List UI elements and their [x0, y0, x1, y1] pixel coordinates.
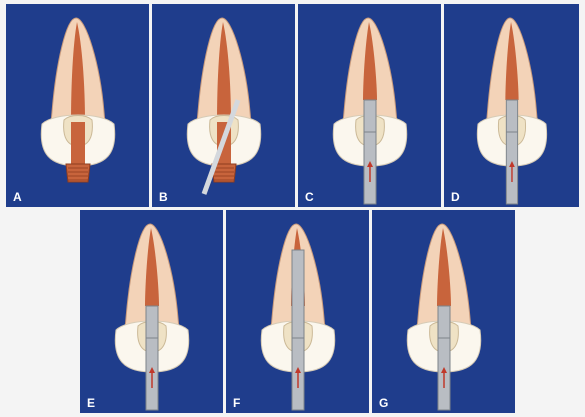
- panel-label-d: D: [451, 191, 460, 203]
- panel-label-f: F: [233, 397, 240, 409]
- post-drill: [146, 306, 158, 410]
- panel-a: A: [6, 4, 149, 207]
- obturator-handle: [66, 164, 90, 182]
- panel-e: E: [80, 210, 223, 413]
- obturator-shaft: [71, 122, 85, 164]
- post-drill: [438, 306, 450, 410]
- tooth-illustration: [372, 210, 515, 413]
- panel-d: D: [444, 4, 579, 207]
- panel-label-c: C: [305, 191, 314, 203]
- panel-g: G: [372, 210, 515, 413]
- tooth-illustration: [80, 210, 223, 413]
- tooth-illustration: [6, 4, 149, 207]
- panel-label-e: E: [87, 397, 95, 409]
- tooth-illustration: [152, 4, 295, 207]
- post-drill: [506, 100, 517, 204]
- tooth-illustration: [298, 4, 441, 207]
- post-drill: [364, 100, 376, 204]
- panel-label-a: A: [13, 191, 22, 203]
- tooth-illustration: [226, 210, 369, 413]
- panel-label-g: G: [379, 397, 388, 409]
- panel-c: C: [298, 4, 441, 207]
- panel-label-b: B: [159, 191, 168, 203]
- tooth-illustration: [444, 4, 579, 207]
- panel-b: B: [152, 4, 295, 207]
- panel-f: F: [226, 210, 369, 413]
